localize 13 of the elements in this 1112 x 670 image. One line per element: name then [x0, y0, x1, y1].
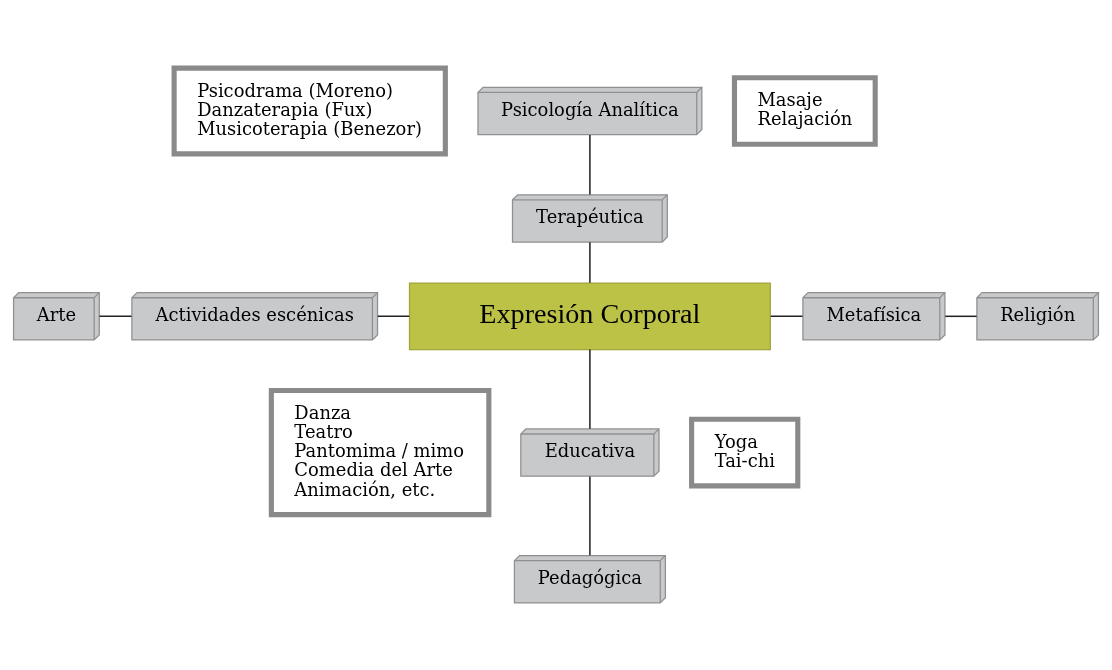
- connector: [589, 475, 591, 556]
- connector: [769, 315, 804, 317]
- connector: [944, 315, 978, 317]
- node-box: Danza Teatro Pantomima / mimo Comedia del Arte Animación, etc.: [268, 387, 492, 517]
- connector: [589, 241, 591, 284]
- node-box: Yoga Tai-chi: [689, 416, 801, 488]
- node-box: Psicodrama (Moreno) Danzaterapia (Fux) Musicoterapia (Benezor): [171, 65, 448, 156]
- connector: [589, 348, 591, 429]
- connector: [377, 315, 411, 317]
- node-box: Masaje Relajación: [731, 74, 878, 147]
- node-box: Expresión Corporal: [408, 281, 771, 350]
- connector: [589, 133, 591, 195]
- connector: [98, 315, 133, 317]
